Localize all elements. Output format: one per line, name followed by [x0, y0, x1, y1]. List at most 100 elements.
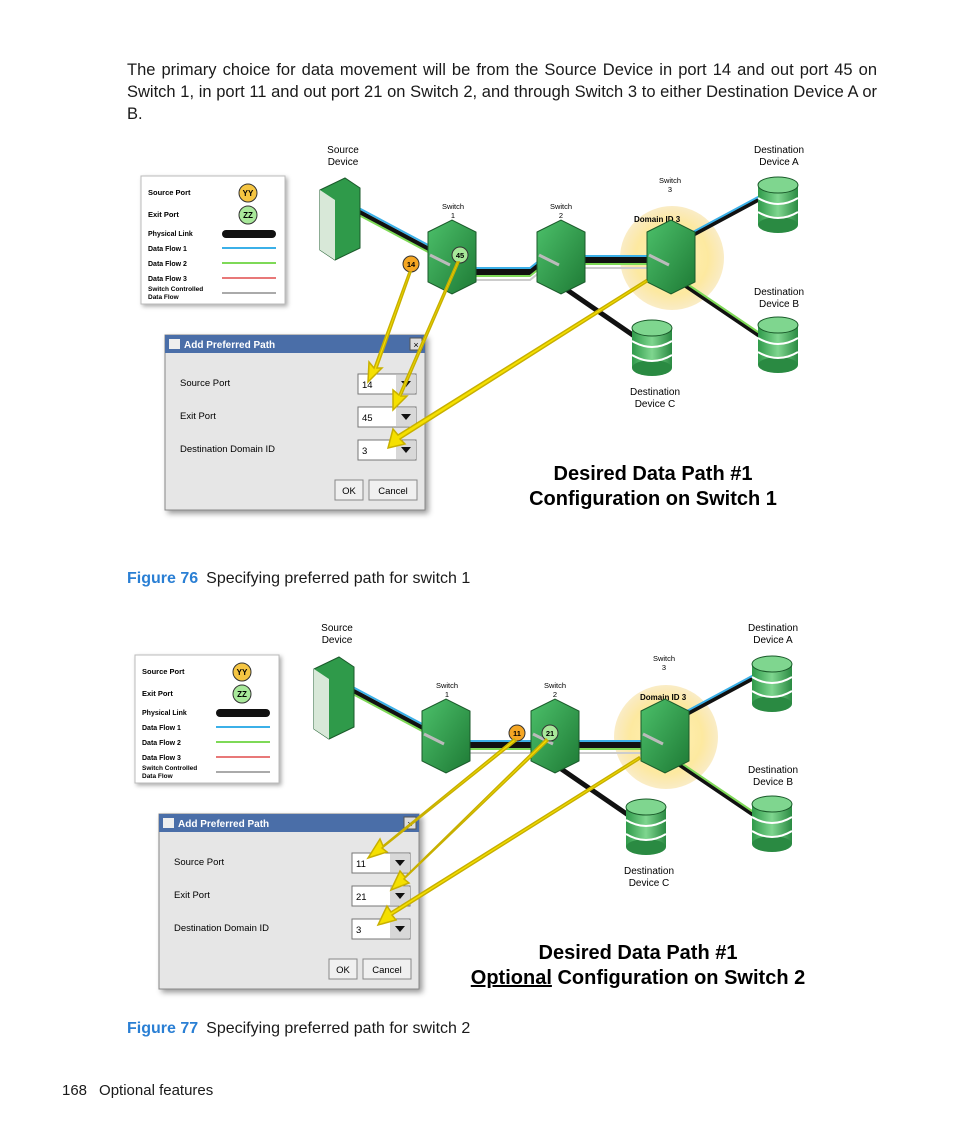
chevron-down-icon [395, 893, 405, 899]
switch-3-label: Switch [653, 654, 675, 663]
switch-1-label: Switch [442, 202, 464, 211]
source-port-label: Source Port [174, 857, 225, 868]
section-name: Optional features [99, 1082, 214, 1099]
destination-b-label: Destination [754, 287, 804, 298]
intro-paragraph: The primary choice for data movement wil… [127, 61, 877, 123]
svg-text:3: 3 [662, 663, 666, 672]
add-preferred-path-dialog: Add Preferred Path × Source Port 11 Exit… [158, 813, 420, 990]
legend-source-port: Source Port [148, 188, 191, 197]
source-device-label: Source [321, 623, 353, 634]
port-out-badge [541, 724, 559, 742]
svg-text:Device B: Device B [753, 777, 793, 788]
svg-text:Device A: Device A [753, 635, 793, 646]
svg-text:Device C: Device C [635, 399, 676, 410]
svg-text:45: 45 [456, 251, 464, 260]
exit-port-label: Exit Port [174, 890, 210, 901]
cancel-button[interactable]: Cancel [362, 958, 412, 980]
exit-port-label: Exit Port [180, 411, 216, 422]
svg-text:21: 21 [356, 892, 367, 903]
switch-2-label: Switch [544, 681, 566, 690]
destination-c-label: Destination [624, 866, 674, 877]
svg-text:1: 1 [451, 211, 455, 220]
destination-b-label: Destination [748, 765, 798, 776]
destination-a-disk-icon [751, 655, 793, 712]
destination-domain-select[interactable]: 3 [351, 918, 411, 940]
svg-text:Data Flow 2: Data Flow 2 [148, 261, 187, 268]
callout-arrows [367, 261, 648, 450]
destination-a-disk-icon [757, 176, 799, 233]
svg-text:Physical Link: Physical Link [142, 710, 187, 717]
svg-text:2: 2 [559, 211, 563, 220]
switch-1-label: Switch [436, 681, 458, 690]
svg-text:14: 14 [407, 260, 416, 269]
exit-port-badge-icon [238, 205, 258, 225]
chevron-down-icon [401, 414, 411, 420]
svg-text:3: 3 [668, 185, 672, 194]
page-footer: 168 Optional features [62, 1082, 213, 1099]
svg-text:Physical Link: Physical Link [148, 231, 193, 238]
figure-77-title-line1: Desired Data Path #1 [539, 942, 738, 964]
svg-text:Data Flow 1: Data Flow 1 [142, 725, 181, 732]
page-number: 168 [62, 1082, 88, 1099]
svg-text:Switch Controlled: Switch Controlled [148, 286, 203, 293]
svg-text:ZZ: ZZ [243, 211, 253, 220]
svg-text:2: 2 [553, 690, 557, 699]
svg-text:Device C: Device C [629, 878, 670, 889]
figure-77-title-line2: Optional Configuration on Switch 2 [471, 967, 805, 989]
domain-label: Domain ID 3 [634, 215, 681, 224]
legend-box: Source Port YY Exit Port ZZ Physical Lin… [134, 654, 280, 784]
svg-text:Data Flow: Data Flow [142, 773, 174, 780]
source-port-badge-icon [232, 662, 252, 682]
close-icon: × [413, 340, 418, 350]
source-device-icon [313, 656, 355, 740]
svg-text:Device B: Device B [759, 299, 799, 310]
svg-text:1: 1 [445, 690, 449, 699]
destination-domain-select[interactable]: 3 [357, 439, 417, 461]
destination-c-disk-icon [625, 798, 667, 855]
exit-port-select[interactable]: 45 [357, 406, 417, 428]
svg-text:Data Flow 3: Data Flow 3 [148, 276, 187, 283]
source-device-icon [319, 177, 361, 261]
chevron-down-icon [395, 860, 405, 866]
svg-text:3: 3 [356, 925, 361, 936]
destination-a-label: Destination [754, 145, 804, 156]
figure-77-diagram: Source Port YY Exit Port ZZ Physical Lin… [134, 623, 805, 990]
svg-text:Device A: Device A [759, 157, 799, 168]
figure-76-diagram: Source Port YY Exit Port ZZ Physical Lin… [140, 145, 804, 511]
window-icon [163, 818, 174, 828]
svg-text:3: 3 [362, 446, 367, 457]
ok-button[interactable]: OK [334, 479, 364, 501]
add-preferred-path-dialog: Add Preferred Path × Source Port 14 Exit… [164, 334, 426, 511]
window-icon [169, 339, 180, 349]
svg-text:Cancel: Cancel [372, 965, 402, 976]
exit-port-badge-icon [232, 684, 252, 704]
source-port-label: Source Port [180, 378, 231, 389]
svg-text:Device: Device [322, 635, 353, 646]
legend-source-port: Source Port [142, 667, 185, 676]
svg-text:Device: Device [328, 157, 359, 168]
exit-port-select[interactable]: 21 [351, 885, 411, 907]
source-port-select[interactable]: 11 [351, 852, 411, 874]
ok-button[interactable]: OK [328, 958, 358, 980]
svg-text:OK: OK [342, 486, 356, 497]
destination-b-disk-icon [757, 316, 799, 373]
cancel-button[interactable]: Cancel [368, 479, 418, 501]
callout-arrows [366, 737, 641, 927]
switch-3-label: Switch [659, 176, 681, 185]
svg-text:Data Flow 1: Data Flow 1 [148, 246, 187, 253]
chevron-down-icon [395, 926, 405, 932]
source-port-badge-icon [238, 183, 258, 203]
domain-label: Domain ID 3 [640, 693, 687, 702]
switch-2-icon [536, 219, 586, 295]
svg-text:11: 11 [356, 859, 366, 870]
switch-3-icon [646, 219, 696, 295]
svg-text:21: 21 [546, 729, 554, 738]
switch-3-icon [640, 698, 690, 774]
switch-2-label: Switch [550, 202, 572, 211]
svg-text:45: 45 [362, 413, 373, 424]
destination-b-disk-icon [751, 795, 793, 852]
destination-domain-label: Destination Domain ID [180, 444, 275, 455]
destination-c-disk-icon [631, 319, 673, 376]
